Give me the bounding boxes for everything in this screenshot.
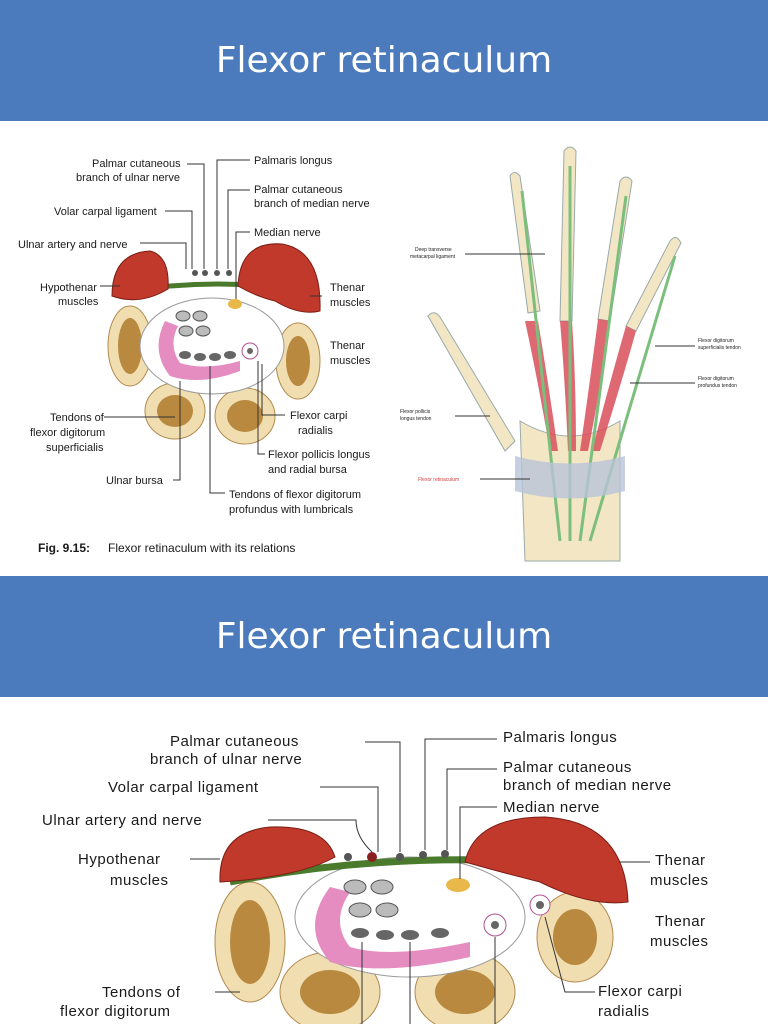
label-thenar-muscles-b: Thenar bbox=[655, 913, 706, 930]
label-volar-carpal-ligament: Volar carpal ligament bbox=[108, 779, 259, 796]
label-hypothenar-2: muscles bbox=[110, 872, 169, 889]
label-ulnar-bursa: Ulnar bursa bbox=[106, 475, 164, 487]
ulnar-bursa bbox=[315, 887, 470, 969]
label-flexor-pollicis-longus: Flexor pollicis longus bbox=[268, 449, 371, 461]
carpal-bones bbox=[107, 305, 321, 445]
label-deep-transverse-2: metacarpal ligament bbox=[410, 254, 456, 260]
label-palmar-cutaneous-ulnar: Palmar cutaneous bbox=[170, 733, 299, 750]
retinaculum-band bbox=[515, 456, 625, 499]
label-palmaris-longus: Palmaris longus bbox=[254, 155, 333, 167]
tendons bbox=[175, 310, 259, 361]
label-tendons-of: Tendons of bbox=[102, 984, 181, 1001]
label-thenar-muscles-a-2: muscles bbox=[650, 872, 709, 889]
wrist-cross-section-figure: Palmar cutaneous branch of ulnar nerve V… bbox=[18, 155, 371, 555]
label-hypothenar: Hypothenar bbox=[40, 282, 97, 294]
label-tendons-fds: Tendons of bbox=[50, 412, 105, 424]
lumbrical-muscles bbox=[525, 319, 636, 451]
label-palmar-cutaneous-ulnar-2: branch of ulnar nerve bbox=[76, 172, 180, 184]
label-tendons-fds-3: superficialis bbox=[46, 442, 104, 454]
label-palmaris-longus: Palmaris longus bbox=[503, 729, 617, 746]
hypothenar-muscles bbox=[219, 826, 336, 883]
figure-caption-text: Flexor retinaculum with its relations bbox=[108, 541, 295, 555]
label-deep-transverse: Deep transverse bbox=[415, 247, 452, 253]
label-retinaculum: Flexor retinaculum bbox=[418, 477, 459, 483]
hypothenar-muscles bbox=[111, 250, 169, 301]
label-thenar-muscles-b-2: muscles bbox=[650, 933, 709, 950]
label-flexor-carpi-radialis: Flexor carpi bbox=[290, 410, 347, 422]
label-flexor-carpi-radialis-2: radialis bbox=[598, 1003, 650, 1020]
label-thenar-muscles-a-2: muscles bbox=[330, 297, 371, 309]
label-flexor-pollicis-longus-2: and radial bursa bbox=[268, 464, 348, 476]
slide-title: Flexor retinaculum bbox=[215, 40, 553, 81]
label-palmar-cutaneous-median-2: branch of median nerve bbox=[254, 198, 370, 210]
label-fdp-lumbricals-2: profundus with lumbricals bbox=[229, 504, 354, 516]
label-ulnar-artery-nerve: Ulnar artery and nerve bbox=[42, 812, 202, 829]
thenar-muscles bbox=[237, 243, 321, 313]
slide-title: Flexor retinaculum bbox=[215, 616, 553, 657]
label-thenar-muscles-b: Thenar bbox=[330, 340, 365, 352]
label-ulnar-artery-nerve: Ulnar artery and nerve bbox=[18, 239, 127, 251]
label-median-nerve: Median nerve bbox=[254, 227, 321, 239]
label-fdp-lumbricals: Tendons of flexor digitorum bbox=[229, 489, 361, 501]
label-volar-carpal-ligament: Volar carpal ligament bbox=[54, 206, 157, 218]
middle-finger bbox=[559, 146, 577, 322]
tendons bbox=[343, 879, 551, 940]
index-finger bbox=[509, 172, 541, 314]
label-fdp-tendon: Flexor digitorum bbox=[698, 376, 734, 382]
little-finger bbox=[625, 237, 682, 332]
slide-title-banner: Flexor retinaculum bbox=[0, 576, 768, 697]
label-thenar-muscles-b-2: muscles bbox=[330, 355, 371, 367]
label-palmar-cutaneous-median: Palmar cutaneous bbox=[503, 759, 632, 776]
label-flexor-digitorum: flexor digitorum bbox=[60, 1003, 171, 1020]
label-median-nerve: Median nerve bbox=[503, 799, 600, 816]
label-thenar-muscles-a: Thenar bbox=[330, 282, 365, 294]
label-hypothenar: Hypothenar bbox=[78, 851, 161, 868]
label-palmar-cutaneous-ulnar-2: branch of ulnar nerve bbox=[150, 751, 302, 768]
label-fds-tendon-2: superficialis tendon bbox=[698, 345, 741, 351]
label-tendons-fds-2: flexor digitorum bbox=[30, 427, 105, 439]
label-fpl-tendon: Flexor pollicis bbox=[400, 409, 431, 415]
median-nerve-shape bbox=[446, 878, 470, 892]
label-fdp-tendon-2: profundus tendon bbox=[698, 383, 737, 389]
label-palmar-cutaneous-median: Palmar cutaneous bbox=[254, 184, 343, 196]
figure-caption-number: Fig. 9.15: bbox=[38, 541, 90, 555]
ulnar-bursa bbox=[158, 321, 240, 380]
label-flexor-carpi-radialis-2: radialis bbox=[298, 425, 333, 437]
slide-title-banner: Flexor retinaculum bbox=[0, 0, 768, 121]
label-flexor-carpi-radialis: Flexor carpi bbox=[598, 983, 682, 1000]
hand-tendons-figure: Deep transverse metacarpal ligament Flex… bbox=[400, 146, 741, 562]
label-fds-tendon: Flexor digitorum bbox=[698, 338, 734, 344]
label-fpl-tendon-2: longus tendon bbox=[400, 416, 432, 422]
label-palmar-cutaneous-ulnar: Palmar cutaneous bbox=[92, 158, 181, 170]
label-hypothenar-2: muscles bbox=[58, 296, 99, 308]
wrist-cross-section-zoomed: Palmar cutaneous branch of ulnar nerve V… bbox=[42, 729, 709, 1024]
label-thenar-muscles-a: Thenar bbox=[655, 852, 706, 869]
median-nerve-shape bbox=[228, 299, 242, 309]
label-palmar-cutaneous-median-2: branch of median nerve bbox=[503, 777, 672, 794]
thumb bbox=[427, 312, 516, 452]
thenar-muscles bbox=[464, 816, 629, 904]
